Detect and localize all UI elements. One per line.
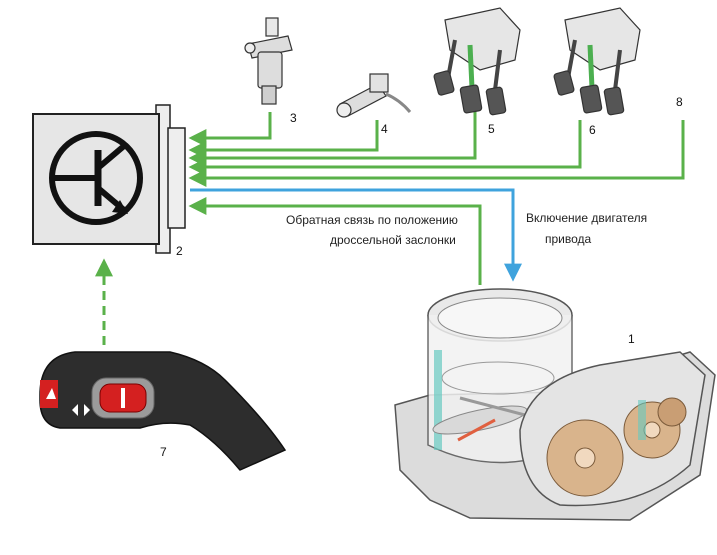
label-lever-7: 7 <box>160 445 167 459</box>
label-throttle-1: 1 <box>628 332 635 346</box>
feedback-label-line2: дроссельной заслонки <box>330 233 456 247</box>
mass-air-flow-sensor <box>244 17 293 105</box>
label-input-8: 8 <box>676 95 683 109</box>
transistor-icon <box>49 131 143 225</box>
ecu-block <box>32 104 186 254</box>
label-sensor-3: 3 <box>290 111 297 125</box>
drive-label-line2: привода <box>545 232 592 246</box>
label-pedal-5: 5 <box>488 122 495 136</box>
feedback-label-line1: Обратная связь по положению <box>286 213 458 227</box>
throttle-body <box>394 288 716 521</box>
label-sensor-4: 4 <box>381 122 388 136</box>
pedal-assembly-6 <box>553 7 641 116</box>
speed-sensor <box>336 73 412 118</box>
signal-lines <box>95 110 685 345</box>
cruise-control-lever <box>39 351 287 471</box>
drive-label-line1: Включение двигателя <box>526 211 647 225</box>
label-pedal-6: 6 <box>589 123 596 137</box>
pedal-assembly-5 <box>433 7 521 116</box>
label-ecu: 2 <box>176 244 183 258</box>
